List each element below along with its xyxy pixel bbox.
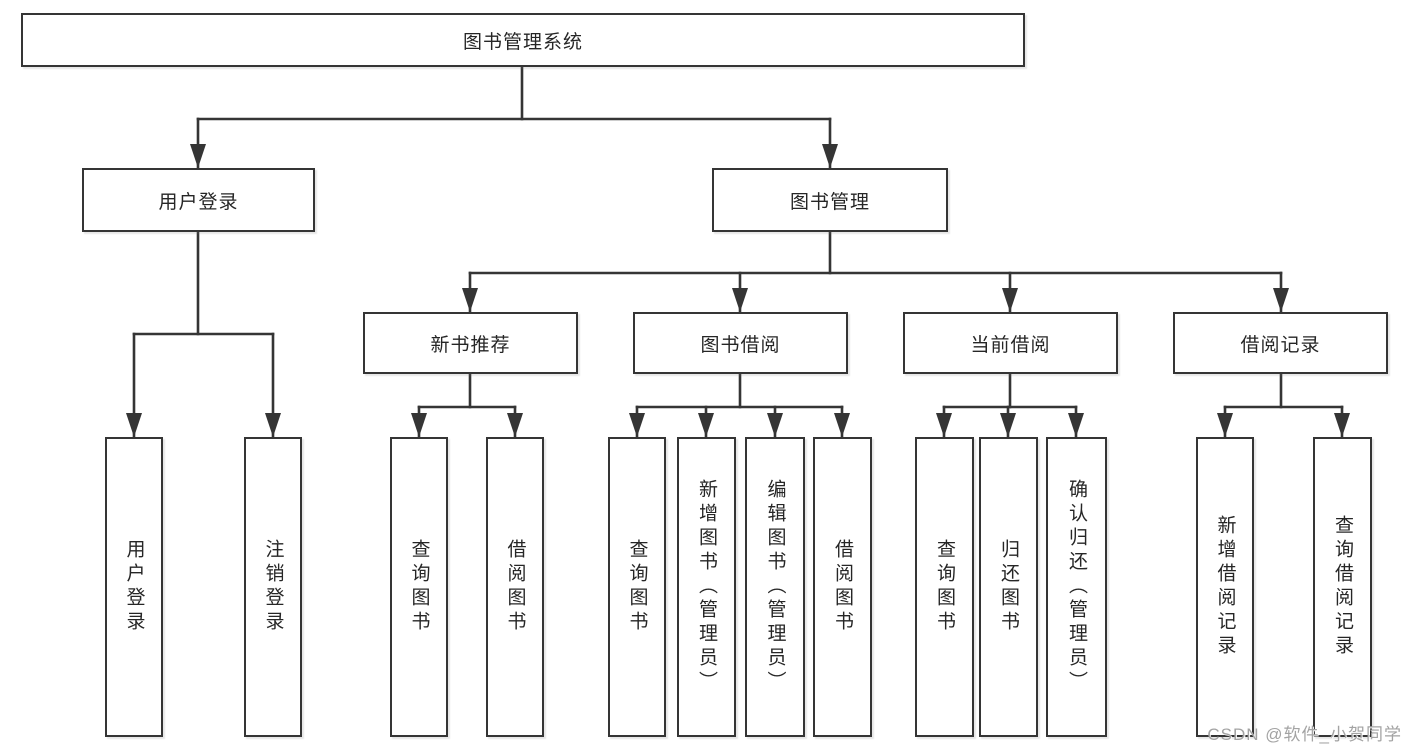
leaf-user-login-label: 用户登录 — [123, 539, 145, 635]
node-borrowing-records-label: 借阅记录 — [1240, 334, 1321, 356]
leaf-recommend-borrow-books-label: 借阅图书 — [504, 539, 526, 635]
node-root: 图书管理系统 — [21, 13, 1025, 67]
leaf-current-query-books: 查询图书 — [915, 437, 974, 737]
node-book-management-label: 图书管理 — [789, 191, 870, 213]
leaf-return-books: 归还图书 — [979, 437, 1038, 737]
leaf-add-books-admin: 新增图书（管理员） — [677, 437, 736, 737]
leaf-borrowing-query-books: 查询图书 — [608, 437, 666, 737]
node-user-login-label: 用户登录 — [158, 191, 239, 213]
node-book-borrowing-label: 图书借阅 — [700, 334, 781, 356]
leaf-add-borrow-record-label: 新增借阅记录 — [1214, 515, 1236, 659]
leaf-query-borrow-record-label: 查询借阅记录 — [1332, 515, 1353, 659]
leaf-borrowing-borrow-books: 借阅图书 — [813, 437, 872, 737]
leaf-recommend-borrow-books: 借阅图书 — [486, 437, 544, 737]
node-root-label: 图书管理系统 — [462, 31, 583, 53]
node-book-borrowing: 图书借阅 — [633, 312, 848, 374]
node-current-borrowing-label: 当前借阅 — [970, 334, 1051, 356]
leaf-borrowing-borrow-books-label: 借阅图书 — [832, 539, 853, 635]
leaf-add-books-admin-label: 新增图书（管理员） — [696, 479, 717, 695]
node-new-book-recommendation: 新书推荐 — [363, 312, 578, 374]
node-borrowing-records: 借阅记录 — [1173, 312, 1388, 374]
leaf-add-borrow-record: 新增借阅记录 — [1196, 437, 1254, 737]
leaf-user-login: 用户登录 — [105, 437, 163, 737]
leaf-edit-books-admin: 编辑图书（管理员） — [745, 437, 805, 737]
node-user-login: 用户登录 — [82, 168, 315, 232]
csdn-watermark: CSDN @软件_小贺同学 — [1207, 725, 1402, 744]
node-current-borrowing: 当前借阅 — [903, 312, 1118, 374]
leaf-confirm-return-admin-label: 确认归还（管理员） — [1066, 479, 1087, 695]
leaf-current-query-books-label: 查询图书 — [934, 539, 955, 635]
node-new-book-recommendation-label: 新书推荐 — [430, 334, 511, 356]
leaf-return-books-label: 归还图书 — [998, 539, 1019, 635]
node-book-management: 图书管理 — [712, 168, 948, 232]
leaf-logout: 注销登录 — [244, 437, 302, 737]
leaf-query-borrow-record: 查询借阅记录 — [1313, 437, 1372, 737]
leaf-recommend-query-books: 查询图书 — [390, 437, 448, 737]
leaf-recommend-query-books-label: 查询图书 — [408, 539, 430, 635]
leaf-confirm-return-admin: 确认归还（管理员） — [1046, 437, 1107, 737]
leaf-logout-label: 注销登录 — [262, 539, 284, 635]
leaf-borrowing-query-books-label: 查询图书 — [626, 539, 648, 635]
leaf-edit-books-admin-label: 编辑图书（管理员） — [764, 479, 786, 695]
